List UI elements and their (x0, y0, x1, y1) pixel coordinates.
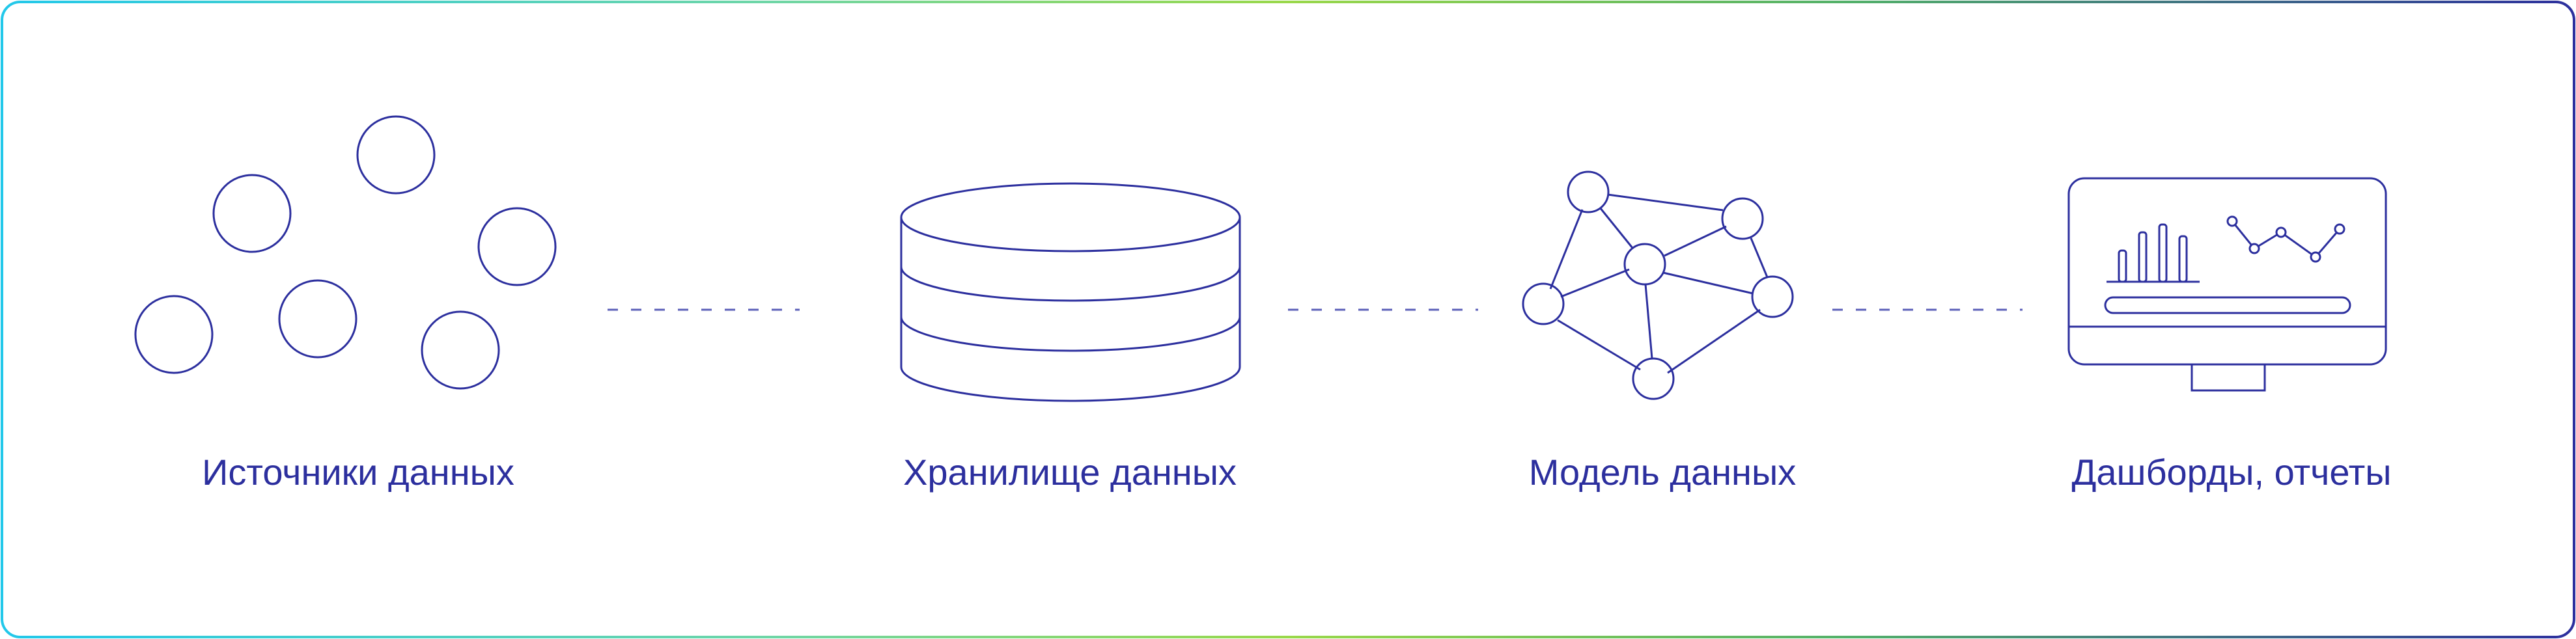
screen-bar (2104, 296, 2351, 314)
graph-edge (1662, 271, 1754, 295)
stage-label-model: Модель данных (1528, 452, 1797, 493)
database-top (900, 182, 1241, 252)
chart-point (2310, 251, 2321, 263)
source-circle (477, 207, 557, 286)
graph-edge (1667, 308, 1761, 374)
chart-point (2334, 223, 2345, 235)
source-circle (212, 174, 292, 253)
graph-edge (1557, 319, 1641, 371)
line-chart-icon (2226, 215, 2345, 263)
source-circle (421, 310, 500, 390)
stage-label-dashboards: Дашборды, отчеты (2071, 452, 2392, 493)
database-icon (900, 182, 1241, 402)
chart-point (2226, 215, 2238, 227)
chart-bar (2178, 235, 2188, 283)
stage-label-warehouse: Хранилище данных (903, 452, 1237, 493)
graph-edge (1644, 284, 1653, 359)
dashboard-monitor-icon (2067, 177, 2387, 392)
graph-edge (1560, 268, 1630, 298)
graph-edge (1750, 238, 1769, 278)
graph-node (1632, 357, 1675, 400)
data-sources-icon (134, 115, 557, 390)
source-circle (278, 279, 357, 359)
graph-node (1751, 275, 1794, 318)
source-circle (356, 115, 436, 195)
database-ring (900, 266, 1241, 302)
chart-bar (2118, 249, 2127, 283)
graph-edge (1664, 225, 1727, 257)
database-ring (900, 316, 1241, 352)
graph-node (1721, 197, 1764, 240)
graph-node (1522, 282, 1565, 325)
graph-edge (1599, 207, 1634, 249)
database-bottom (900, 366, 1241, 402)
graph-node (1623, 243, 1666, 286)
stage-label-sources: Источники данных (202, 452, 514, 493)
graph-edge (1607, 193, 1724, 211)
monitor-stand (2191, 363, 2266, 392)
monitor-screen (2067, 177, 2387, 366)
chart-line (2231, 221, 2341, 259)
chart-point (2248, 243, 2260, 254)
chart-point (2275, 226, 2287, 238)
source-circle (134, 295, 214, 374)
chart-bar (2138, 231, 2148, 283)
network-graph-icon (1522, 170, 1794, 400)
bar-chart-icon (2107, 223, 2200, 283)
graph-edge (1549, 209, 1584, 290)
graph-node (1567, 170, 1610, 213)
chart-bar (2158, 223, 2168, 283)
